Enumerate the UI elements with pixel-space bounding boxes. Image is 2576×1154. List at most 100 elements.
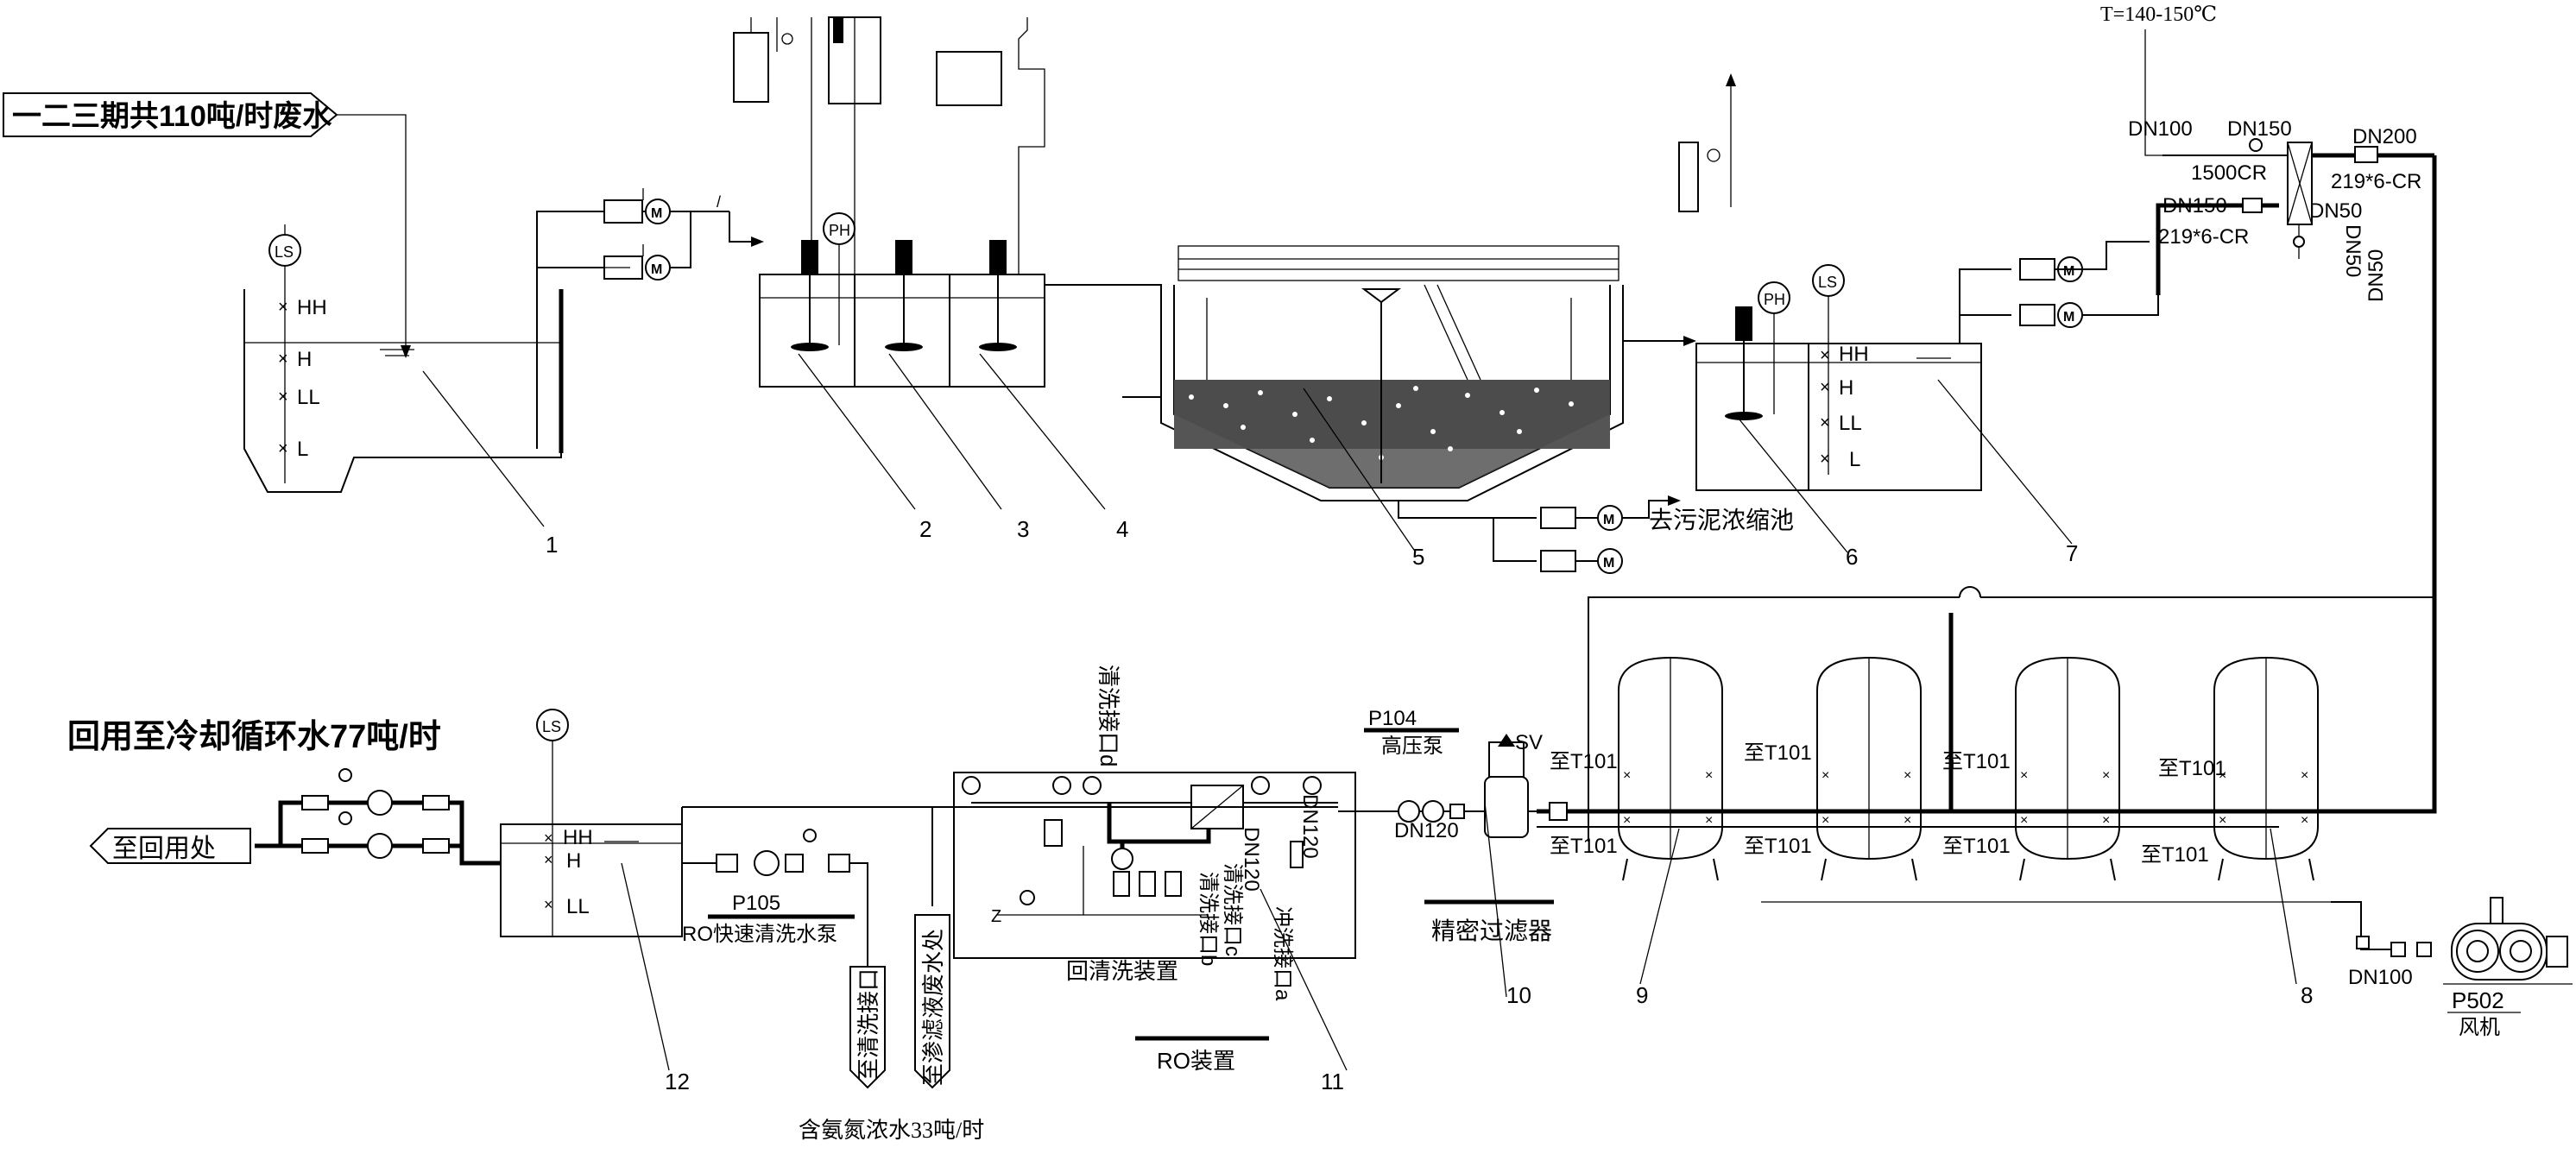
concentrate-flow-label: 含氨氮浓水33吨/时	[799, 1118, 984, 1143]
svg-text:×: ×	[2219, 768, 2226, 783]
flush-pump-p105: P105 RO快速清洗水泵 至清洗接口	[682, 829, 886, 1089]
svg-text:H: H	[297, 348, 312, 371]
svg-text:2: 2	[919, 516, 931, 542]
svg-text:DN100: DN100	[2128, 117, 2193, 141]
svg-text:至T101: 至T101	[1942, 750, 2011, 773]
svg-text:SV: SV	[1515, 731, 1543, 754]
ph-sensor-1: PH	[823, 212, 856, 345]
svg-text:DN120: DN120	[1298, 794, 1322, 859]
svg-text:LS: LS	[275, 243, 294, 261]
svg-text:219*6-CR: 219*6-CR	[2158, 225, 2249, 249]
concentrate-outlet: 至渗滤液废水处 含氨氮浓水33吨/时	[799, 807, 984, 1143]
tank-1-raw-water: LS HH H LL L × × × ×	[243, 224, 564, 493]
svg-text:/: /	[717, 193, 721, 211]
svg-text:8: 8	[2301, 982, 2313, 1008]
level-switch-ls-2: LS	[1812, 264, 1845, 475]
svg-text:1500CR: 1500CR	[2191, 161, 2267, 185]
svg-text:×: ×	[278, 298, 288, 317]
svg-text:清洗接口d: 清洗接口d	[1095, 665, 1121, 766]
level-switch-ls-1: LS	[268, 234, 301, 267]
svg-text:×: ×	[1623, 813, 1631, 828]
source-banner-label: 一二三期共110吨/时废水	[12, 100, 332, 133]
svg-text:11: 11	[1321, 1069, 1344, 1094]
svg-text:×: ×	[278, 388, 288, 407]
svg-text:M: M	[1603, 556, 1614, 571]
svg-text:DN100: DN100	[2348, 966, 2413, 989]
ro-skid: Z 回清洗装置 RO装置 清洗接口d DN120 DN120 清洗接口c 清洗接…	[953, 665, 1356, 1094]
svg-text:DN150: DN150	[2162, 194, 2227, 218]
svg-text:×: ×	[1820, 450, 1830, 469]
svg-text:×: ×	[1904, 813, 1911, 828]
svg-text:LL: LL	[566, 895, 590, 918]
precision-filter: SV 精密过滤器 10	[1398, 731, 1568, 1008]
svg-text:HH: HH	[1839, 343, 1869, 366]
product-tank-12: LS × × × HH H LL 12	[500, 709, 1338, 1094]
svg-text:×: ×	[1623, 768, 1631, 783]
svg-text:×: ×	[2102, 768, 2110, 783]
svg-text:至清洗接口: 至清洗接口	[856, 968, 881, 1081]
reuse-pumps: 回用至冷却循环水77吨/时 至回用处	[67, 719, 501, 866]
svg-text:至T101: 至T101	[2158, 757, 2226, 780]
svg-text:至T101: 至T101	[1550, 835, 1618, 858]
svg-text:DN50: DN50	[2309, 199, 2362, 223]
svg-text:×: ×	[278, 350, 288, 369]
svg-text:×: ×	[544, 829, 553, 847]
svg-text:M: M	[651, 206, 662, 221]
tanks-6-7: PH LS × × × × HH H LL L	[1695, 264, 1982, 491]
tank-7-pumps: M M	[1959, 203, 2249, 344]
svg-text:×: ×	[1820, 413, 1830, 432]
svg-text:PH: PH	[829, 222, 850, 239]
ph-sensor-2: PH	[1758, 281, 1790, 414]
svg-text:冲洗接口a: 冲洗接口a	[1271, 906, 1294, 1001]
svg-text:6: 6	[1846, 544, 1858, 570]
svg-text:Z: Z	[991, 907, 1001, 926]
svg-text:至T101: 至T101	[1942, 835, 2011, 858]
dosing-unit-6	[1678, 73, 1736, 212]
svg-text:×: ×	[1822, 813, 1829, 828]
svg-text:5: 5	[1412, 544, 1424, 570]
svg-text:清洗接口c: 清洗接口c	[1221, 863, 1244, 956]
dosing-units	[733, 16, 1045, 274]
temperature-label: T=140-150℃	[2100, 3, 2217, 26]
svg-text:10: 10	[1506, 982, 1531, 1008]
svg-text:×: ×	[2301, 768, 2308, 783]
sludge-outlet-label: 去污泥浓缩池	[1649, 507, 1794, 533]
level-switch-ls-3: LS	[536, 709, 569, 936]
filter-vessels: ×× ×× ×× ×× ×× ×× ×× ×× 至T101	[1537, 586, 2437, 903]
svg-text:至T101: 至T101	[1744, 741, 1812, 765]
svg-text:×: ×	[2219, 813, 2226, 828]
svg-text:×: ×	[2020, 813, 2028, 828]
svg-text:×: ×	[1820, 346, 1830, 365]
svg-text:LS: LS	[1818, 274, 1837, 291]
svg-text:LL: LL	[1839, 412, 1862, 435]
svg-text:P502: P502	[2452, 987, 2504, 1013]
high-pressure-pump-p104: P104 高压泵 DN120	[1338, 707, 1485, 842]
svg-text:LS: LS	[542, 718, 561, 735]
svg-text:×: ×	[2301, 813, 2308, 828]
svg-text:DN50: DN50	[2341, 224, 2364, 277]
svg-text:清洗接口b: 清洗接口b	[1196, 872, 1220, 966]
svg-text:H: H	[566, 849, 581, 873]
filter-vessel-3: ×× ××	[2015, 656, 2120, 881]
svg-text:风机: 风机	[2459, 1016, 2500, 1039]
svg-text:×: ×	[544, 896, 553, 913]
svg-text:PH: PH	[1764, 291, 1785, 308]
svg-text:HH: HH	[297, 296, 327, 319]
svg-text:至T101: 至T101	[2141, 843, 2209, 867]
svg-text:×: ×	[1705, 768, 1713, 783]
filter-vessel-2: ×× ××	[1816, 656, 1922, 881]
svg-text:RO快速清洗水泵: RO快速清洗水泵	[682, 923, 837, 946]
reaction-tanks-2-3-4: PH	[759, 212, 1045, 388]
reuse-outlet-label: 至回用处	[112, 835, 216, 863]
filter-vessel-1: ×× ××	[1618, 656, 1723, 881]
source-banner: 一二三期共110吨/时废水	[3, 92, 338, 137]
svg-text:7: 7	[2066, 540, 2078, 566]
svg-text:M: M	[2063, 310, 2074, 325]
svg-text:P105: P105	[732, 892, 780, 915]
svg-text:至T101: 至T101	[1744, 835, 1812, 858]
svg-text:L: L	[297, 438, 308, 461]
svg-text:9: 9	[1636, 982, 1648, 1008]
svg-text:高压泵: 高压泵	[1381, 735, 1443, 758]
svg-text:M: M	[2063, 264, 2074, 279]
svg-text:DN150: DN150	[2227, 117, 2292, 141]
